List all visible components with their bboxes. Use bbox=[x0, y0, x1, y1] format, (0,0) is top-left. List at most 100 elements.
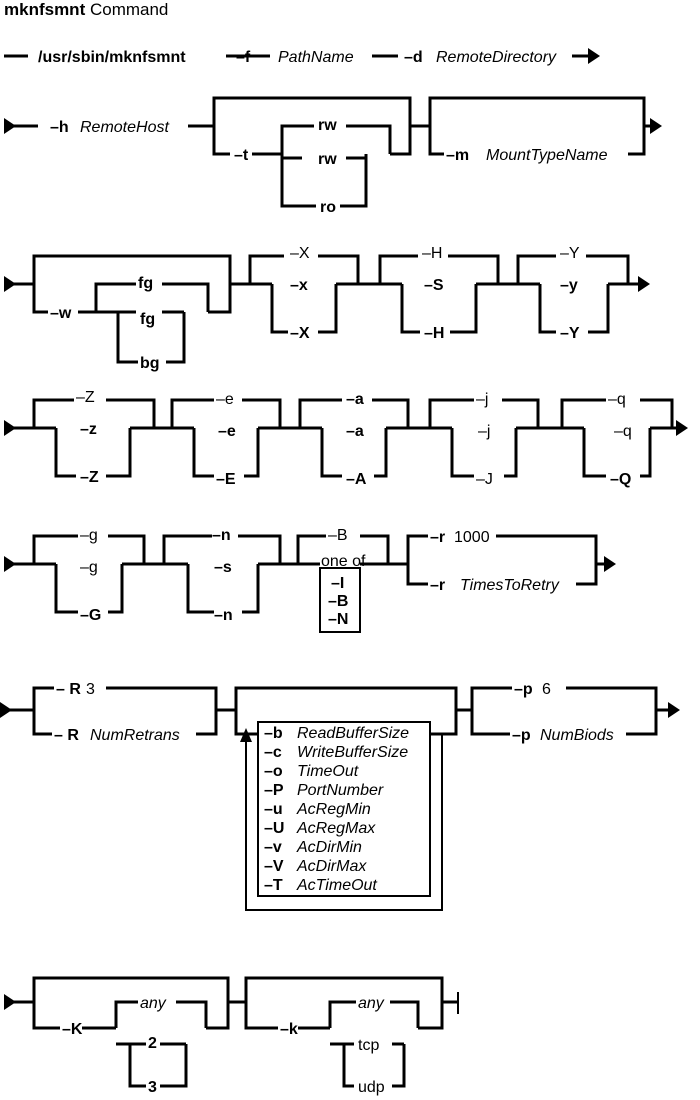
ro-option: ro bbox=[320, 199, 336, 216]
Z-default: –Z bbox=[76, 389, 95, 406]
Q-option: –Q bbox=[610, 471, 631, 488]
continue-arrow bbox=[638, 276, 650, 292]
r-default-value: 1000 bbox=[454, 529, 490, 546]
option-arg: PortNumber bbox=[297, 782, 384, 799]
option-arg: AcDirMin bbox=[296, 839, 362, 856]
diagram-title: mknfsmnt Command bbox=[4, 0, 168, 19]
option-arg: AcRegMax bbox=[296, 820, 376, 837]
p-flag: –p bbox=[512, 727, 531, 744]
rw-default: rw bbox=[318, 117, 337, 134]
X-option: –X bbox=[290, 325, 310, 342]
R-flag-default: – R bbox=[56, 681, 81, 698]
E-option: –E bbox=[216, 471, 236, 488]
R-arg: NumRetrans bbox=[90, 727, 180, 744]
option-flag: –v bbox=[264, 839, 282, 856]
X-default: –X bbox=[290, 245, 310, 262]
d-arg: RemoteDirectory bbox=[436, 49, 557, 66]
K-default: any bbox=[140, 995, 167, 1012]
option-flag: –V bbox=[264, 858, 284, 875]
row-4: –Z –z –Z –e –e –E –a –a –A –j –j –J –q –… bbox=[4, 389, 688, 488]
option-flag: –b bbox=[264, 725, 283, 742]
B-default: –B bbox=[328, 527, 348, 544]
n-default: –n bbox=[212, 527, 231, 544]
s-option: –s bbox=[214, 559, 232, 576]
repeat-arrow bbox=[240, 728, 252, 742]
m-arg: MountTypeName bbox=[486, 147, 608, 164]
option-flag: –P bbox=[264, 782, 284, 799]
w-flag: –w bbox=[50, 305, 72, 322]
k-option-tcp: tcp bbox=[358, 1037, 379, 1054]
N-option: –N bbox=[328, 611, 348, 628]
a-default: –a bbox=[346, 391, 364, 408]
one-of-label: one of bbox=[321, 553, 366, 570]
option-arg: AcRegMin bbox=[296, 801, 371, 818]
row-5: –g –g –G –n –s –n –B one of –I –B –N –r … bbox=[4, 527, 616, 633]
f-flag: –f bbox=[236, 49, 251, 66]
fg-default: fg bbox=[138, 275, 153, 292]
option-arg: AcDirMax bbox=[296, 858, 367, 875]
continue-arrow bbox=[668, 702, 680, 718]
r-arg: TimesToRetry bbox=[460, 577, 560, 594]
option-arg: AcTimeOut bbox=[296, 877, 377, 894]
rw-option: rw bbox=[318, 151, 337, 168]
A-option: –A bbox=[346, 471, 367, 488]
p-default-value: 6 bbox=[542, 681, 551, 698]
S-option: –S bbox=[424, 277, 444, 294]
row-1: /usr/sbin/mknfsmnt –f PathName –d Remote… bbox=[4, 48, 600, 66]
continue-arrow bbox=[650, 118, 662, 134]
p-flag-default: –p bbox=[514, 681, 533, 698]
option-flag: –U bbox=[264, 820, 284, 837]
r-flag-default: –r bbox=[430, 529, 445, 546]
continue-arrow bbox=[588, 48, 600, 64]
option-arg: ReadBufferSize bbox=[297, 725, 409, 742]
a-option: –a bbox=[346, 423, 364, 440]
row-3: fg –w fg bg –X –x –X –H –S –H –Y –y –Y bbox=[4, 245, 650, 372]
H-default: –H bbox=[422, 245, 442, 262]
option-flag: –T bbox=[264, 877, 283, 894]
k-option-udp: udp bbox=[358, 1079, 385, 1096]
r-flag: –r bbox=[430, 577, 445, 594]
option-flag: –u bbox=[264, 801, 283, 818]
y-option: –y bbox=[560, 277, 578, 294]
Z-option: –Z bbox=[80, 469, 99, 486]
K-flag: –K bbox=[62, 1021, 83, 1038]
continue-arrow bbox=[676, 420, 688, 436]
option-flag: –o bbox=[264, 763, 283, 780]
d-flag: –d bbox=[404, 49, 423, 66]
row-2: –h RemoteHost rw –t rw ro –m MountTypeNa… bbox=[4, 96, 662, 216]
row-7: any –K 2 3 any –k tcp udp bbox=[4, 976, 459, 1096]
j-default: –j bbox=[476, 391, 488, 408]
k-flag: –k bbox=[280, 1021, 298, 1038]
command-path: /usr/sbin/mknfsmnt bbox=[38, 49, 186, 66]
e-default: –e bbox=[216, 391, 234, 408]
z-option: –z bbox=[80, 421, 97, 438]
q-option: –q bbox=[614, 423, 632, 440]
h-arg: RemoteHost bbox=[80, 119, 169, 136]
q-default: –q bbox=[608, 391, 626, 408]
h-flag: –h bbox=[50, 119, 69, 136]
p-arg: NumBiods bbox=[540, 727, 614, 744]
H-option: –H bbox=[424, 325, 444, 342]
R-flag: – R bbox=[54, 727, 79, 744]
I-option: –I bbox=[331, 575, 344, 592]
e-option: –e bbox=[218, 423, 236, 440]
option-arg: TimeOut bbox=[297, 763, 359, 780]
Y-option: –Y bbox=[560, 325, 580, 342]
J-option: –J bbox=[476, 471, 493, 488]
t-flag: –t bbox=[234, 147, 249, 164]
f-arg: PathName bbox=[278, 49, 354, 66]
bg-option: bg bbox=[140, 355, 160, 372]
n-option: –n bbox=[214, 607, 233, 624]
option-flag: –c bbox=[264, 744, 282, 761]
fg-option: fg bbox=[140, 311, 155, 328]
j-option: –j bbox=[478, 423, 490, 440]
K-option-2: 2 bbox=[148, 1035, 157, 1052]
G-option: –G bbox=[80, 607, 101, 624]
g-default: –g bbox=[80, 527, 98, 544]
x-option: –x bbox=[290, 277, 308, 294]
B-option: –B bbox=[328, 593, 348, 610]
Y-default: –Y bbox=[560, 245, 580, 262]
